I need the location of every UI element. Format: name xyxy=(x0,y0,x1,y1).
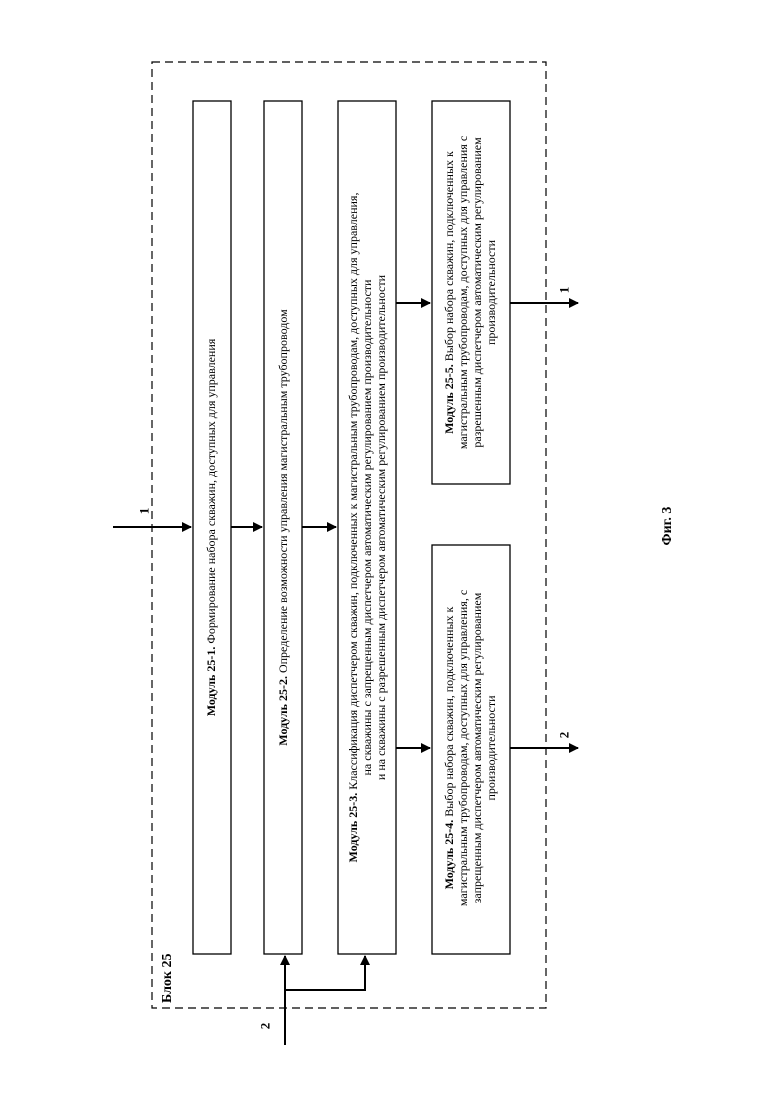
output-2-label: 2 xyxy=(556,732,572,739)
input-2-label: 2 xyxy=(257,1023,273,1030)
module-25-1-text: Модуль 25-1. Формирование набора скважин… xyxy=(204,101,218,954)
module-25-5-text: Модуль 25-5. Выбор набора скважин, подкл… xyxy=(442,105,498,480)
module-25-2-text: Модуль 25-2. Определение возможности упр… xyxy=(276,101,290,954)
output-1-label: 1 xyxy=(556,287,572,294)
module-25-3-text: Модуль 25-3. Классификация диспетчером с… xyxy=(346,105,388,950)
module-25-4-text: Модуль 25-4. Выбор набора скважин, подкл… xyxy=(442,548,498,948)
block-label: Блок 25 xyxy=(160,913,176,1003)
figure-caption: Фиг. 3 xyxy=(660,486,676,566)
input-1-label: 1 xyxy=(136,508,152,515)
input-2-connector xyxy=(285,956,365,1045)
